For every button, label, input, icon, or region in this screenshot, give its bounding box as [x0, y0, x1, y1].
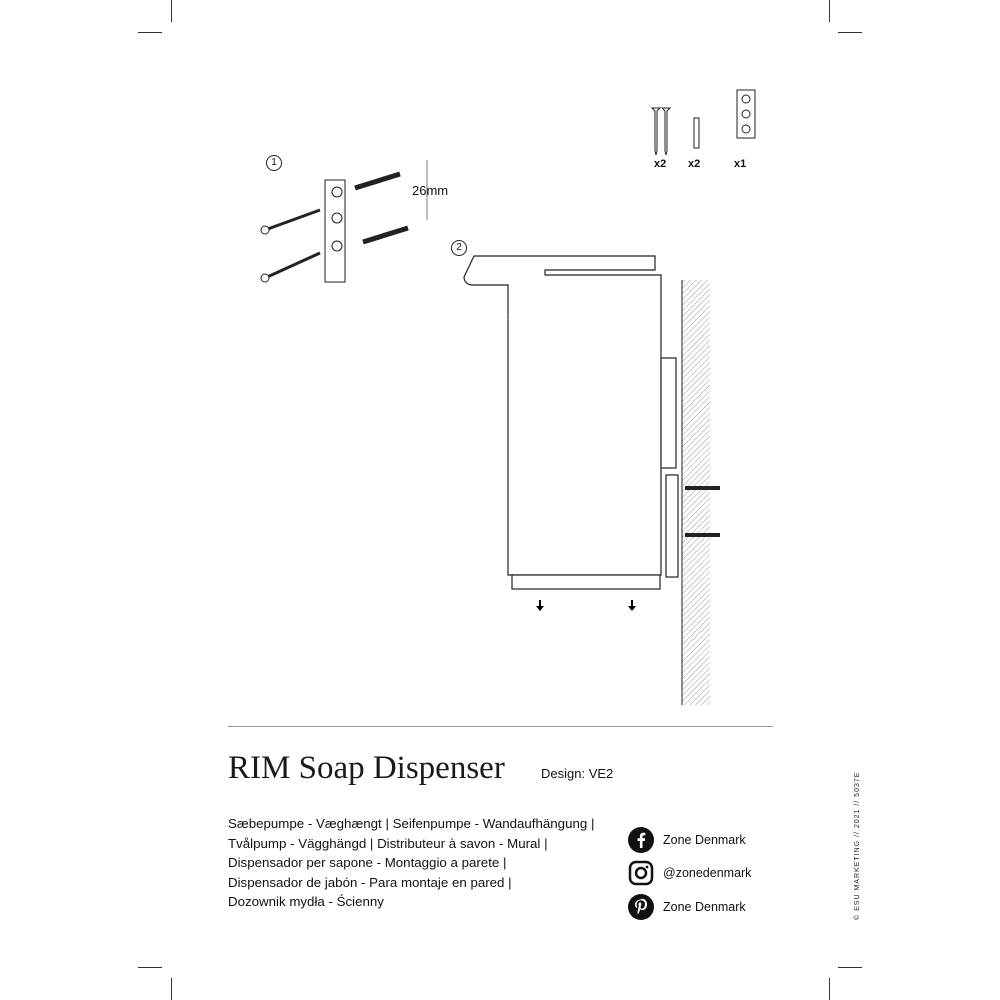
step-number-1: 1	[266, 155, 282, 171]
parts-illustration	[650, 89, 756, 156]
facebook-icon	[628, 827, 654, 853]
crop-mark	[171, 978, 172, 1000]
social-label: Zone Denmark	[663, 900, 746, 914]
instagram-icon	[628, 860, 654, 886]
description-line: Dispensador de jabón - Para montaje en p…	[228, 874, 512, 890]
parts-qty-screws: x2	[654, 158, 667, 170]
copyright-text: © ESU MARKETING // 2021 // 5037E	[854, 771, 861, 920]
description-line: Sæbepumpe - Væghængt | Seifenpumpe - Wan…	[228, 816, 595, 831]
description-line: Dispensador per sapone - Montaggio a par…	[228, 855, 507, 870]
crop-mark	[171, 0, 172, 22]
parts-qty-plugs: x2	[688, 158, 701, 170]
copyright-note: © ESU MARKETING // 2021 // 5037E	[842, 740, 861, 920]
social-facebook[interactable]: Zone Denmark	[628, 827, 746, 853]
social-pinterest[interactable]: Zone Denmark	[628, 894, 746, 920]
step-number-2: 2	[451, 240, 467, 256]
social-instagram[interactable]: @zonedenmark	[628, 860, 751, 886]
divider	[228, 726, 773, 727]
step2-illustration	[463, 255, 720, 705]
crop-mark	[138, 32, 162, 33]
design-credit: Design: VE2	[541, 766, 614, 781]
product-descriptions: Sæbepumpe - Væghængt | Seifenpumpe - Wan…	[228, 814, 594, 912]
crop-mark	[138, 967, 162, 968]
crop-mark	[829, 0, 830, 22]
product-title: RIM Soap Dispenser	[228, 750, 505, 786]
description-line: Dozownik mydła - Ścienny	[228, 894, 384, 909]
crop-mark	[838, 967, 862, 968]
parts-qty-bracket: x1	[734, 158, 747, 170]
crop-mark	[829, 978, 830, 1000]
pinterest-icon	[628, 894, 654, 920]
social-label: @zonedenmark	[663, 866, 752, 880]
step1-illustration	[260, 160, 428, 283]
description-line: Tvålpump - Vägghängd | Distributeur à sa…	[228, 835, 548, 851]
dimension-label: 26mm	[412, 183, 449, 198]
social-label: Zone Denmark	[663, 833, 746, 847]
crop-mark	[838, 32, 862, 33]
